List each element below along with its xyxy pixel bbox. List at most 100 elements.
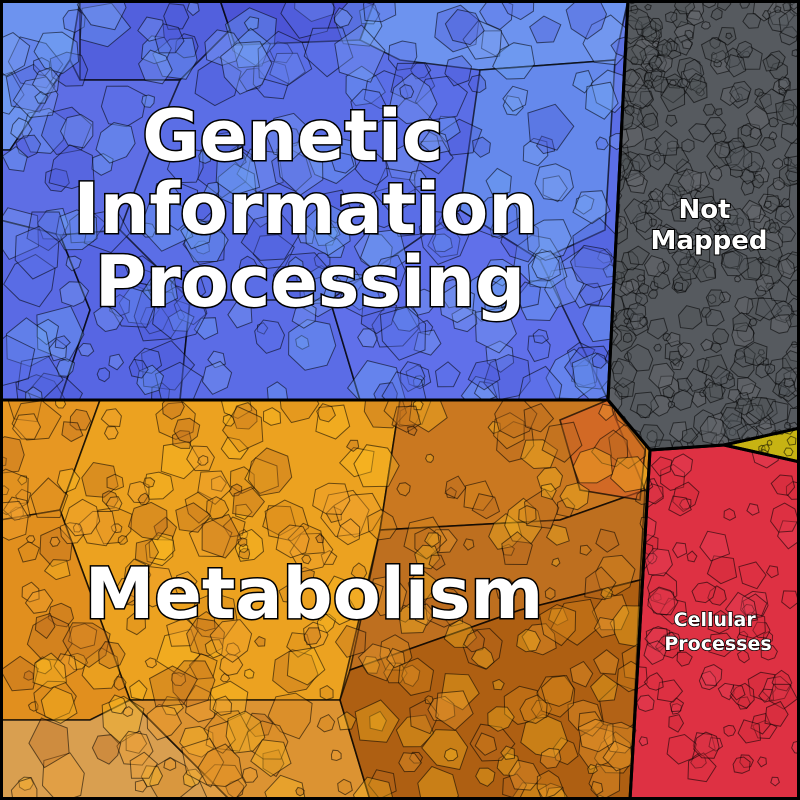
texture-cell [427, 695, 456, 722]
texture-cell [127, 564, 180, 608]
texture-cell [656, 260, 670, 274]
texture-cell [670, 205, 688, 222]
texture-cell [334, 24, 386, 83]
texture-cell [622, 332, 633, 344]
texture-cell [700, 307, 712, 318]
texture-cell [485, 340, 515, 373]
genetic-label-line-2: Information [74, 168, 539, 250]
texture-cell [582, 14, 628, 66]
texture-cell [745, 404, 766, 425]
texture-cell [381, 371, 429, 400]
texture-cell [399, 84, 415, 100]
texture-cell [197, 454, 209, 466]
texture-cell [127, 481, 150, 504]
texture-cell [569, 660, 594, 688]
texture-cell [414, 75, 469, 121]
texture-cell [623, 198, 648, 225]
texture-cell [28, 717, 70, 769]
texture-cell [21, 581, 40, 603]
texture-cell [122, 706, 134, 718]
texture-cell [677, 168, 702, 194]
texture-cell [360, 297, 398, 335]
texture-cell [656, 679, 684, 703]
texture-cell [413, 329, 442, 356]
texture-cell [295, 334, 310, 350]
texture-cell [763, 200, 772, 209]
texture-cell [777, 226, 797, 243]
texture-cell [648, 218, 657, 227]
texture-cell [79, 2, 132, 48]
texture-cell [350, 562, 368, 580]
texture-cell [718, 291, 732, 304]
texture-cell [211, 123, 242, 156]
texture-cell [15, 374, 66, 400]
texture-cell [12, 413, 42, 440]
texture-cell [316, 403, 336, 423]
texture-cell [654, 631, 682, 659]
texture-cell [72, 522, 83, 533]
texture-cell [47, 602, 75, 628]
texture-cell [212, 695, 233, 716]
texture-cell [666, 733, 697, 765]
texture-cell [584, 566, 617, 601]
texture-cell [108, 694, 127, 715]
texture-cell [244, 457, 279, 494]
texture-cell [647, 288, 658, 299]
texture-cell [180, 217, 213, 250]
texture-cell [287, 256, 304, 275]
texture-cell [326, 226, 341, 240]
texture-cell [772, 176, 785, 191]
texture-cell [154, 361, 204, 400]
texture-cell [463, 629, 486, 653]
texture-cell [699, 530, 731, 562]
texture-cell [127, 501, 168, 541]
texture-cell [287, 522, 325, 555]
texture-cell [472, 136, 491, 158]
texture-cell [241, 766, 259, 783]
texture-cell [229, 466, 256, 494]
texture-cell [176, 571, 198, 595]
texture-cell [182, 768, 203, 788]
texture-cell [141, 94, 156, 108]
texture-cell [269, 52, 306, 85]
texture-cell [232, 486, 266, 518]
texture-cell [688, 231, 698, 241]
texture-cell [106, 473, 125, 491]
texture-cell [316, 713, 336, 733]
texture-cell [527, 103, 575, 151]
texture-cell [556, 497, 576, 518]
texture-cell [493, 412, 525, 450]
texture-cell [266, 112, 309, 160]
texture-cell [780, 197, 791, 209]
texture-cell [653, 343, 662, 352]
texture-cell [777, 76, 791, 90]
texture-cell [43, 559, 71, 581]
texture-cell [700, 338, 714, 352]
texture-cell [595, 136, 609, 151]
cellular-label-line-1: Cellular [674, 609, 757, 631]
texture-cell [140, 765, 164, 788]
texture-cell [659, 597, 688, 625]
texture-cell [59, 281, 90, 307]
texture-cell [250, 739, 292, 778]
texture-cell [636, 694, 655, 712]
texture-cell [129, 751, 159, 779]
texture-cell [336, 518, 361, 546]
texture-cell [185, 684, 218, 723]
texture-cell [59, 522, 85, 545]
texture-cell [474, 732, 498, 756]
texture-cell [730, 684, 746, 701]
texture-cell [437, 208, 461, 231]
texture-cell [171, 430, 192, 449]
texture-cell [17, 475, 28, 486]
texture-cell [778, 87, 787, 96]
texture-cell [39, 526, 73, 568]
texture-cell [520, 439, 559, 470]
texture-cell [254, 319, 286, 354]
texture-cell [706, 555, 738, 585]
texture-cell [26, 211, 67, 252]
texture-cell [723, 508, 737, 521]
texture-cell [738, 561, 767, 590]
texture-cell [315, 404, 351, 440]
texture-cell [161, 400, 185, 420]
